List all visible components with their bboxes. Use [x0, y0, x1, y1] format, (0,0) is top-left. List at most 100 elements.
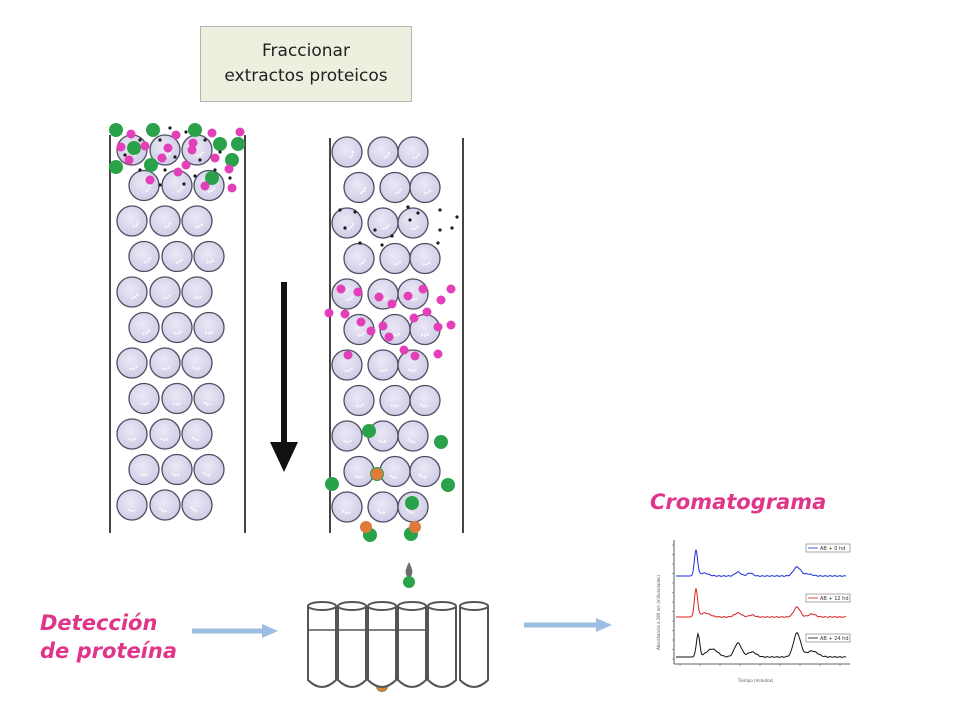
bead-speckle: [410, 227, 414, 231]
flow-arrow-icon: [270, 282, 298, 472]
bead-speckle: [162, 438, 166, 442]
small-molecule: [408, 218, 412, 222]
large-protein: [213, 137, 227, 151]
bead-speckle: [354, 475, 358, 478]
bead: [343, 171, 375, 204]
bead-speckle: [397, 332, 401, 336]
bead-speckle: [192, 508, 195, 512]
bead-speckle: [196, 296, 199, 300]
test-tube-rim: [397, 601, 427, 611]
small-molecule: [343, 226, 347, 230]
bead-speckle: [132, 509, 136, 512]
bead-speckle: [207, 190, 211, 193]
small-molecule: [436, 241, 440, 245]
bead-speckle: [359, 405, 362, 408]
bead: [181, 276, 213, 308]
bead-speckle: [379, 369, 382, 372]
medium-protein: [181, 160, 191, 170]
bead: [161, 453, 193, 486]
chromatogram-x-axis-label: Tiempo (minutos): [737, 678, 774, 683]
bead-speckle: [207, 332, 211, 335]
bead-speckle: [131, 296, 134, 300]
bead-speckle: [383, 440, 387, 443]
bead: [128, 169, 160, 202]
small-molecule: [218, 150, 222, 154]
small-molecule: [198, 158, 202, 162]
bead-speckle: [135, 365, 138, 369]
large-protein: [109, 160, 123, 174]
bead-speckle: [395, 334, 398, 337]
bead-speckle: [161, 509, 164, 512]
bead: [397, 349, 429, 381]
bead: [181, 134, 213, 166]
medium-protein: [366, 326, 376, 336]
bead-speckle: [425, 263, 428, 266]
medium-protein: [433, 349, 443, 359]
test-tube: [367, 601, 397, 688]
bead-speckle: [360, 333, 363, 337]
protein-particles: [109, 123, 459, 692]
bead: [331, 349, 363, 381]
bead: [181, 347, 213, 379]
bead-speckle: [363, 187, 367, 190]
test-tube: [397, 601, 427, 688]
small-molecule: [213, 168, 217, 172]
bead: [128, 311, 160, 344]
bead: [128, 382, 160, 415]
bead-speckle: [127, 508, 130, 511]
bead-speckle: [202, 471, 206, 474]
bead: [116, 418, 148, 450]
bead-speckle: [415, 297, 418, 301]
bead-speckle: [147, 187, 151, 191]
bead-speckle: [210, 189, 214, 192]
medium-protein: [418, 284, 428, 294]
large-protein: [362, 424, 376, 438]
bead-speckle: [199, 295, 202, 299]
bead-speckle: [165, 438, 169, 441]
bead: [397, 278, 429, 310]
bead: [193, 240, 225, 273]
bead: [367, 136, 399, 168]
bead: [161, 311, 193, 344]
bead-speckle: [398, 260, 402, 264]
bead-speckle: [181, 186, 184, 189]
medium-protein: [446, 320, 456, 330]
series-line-3: [676, 631, 847, 658]
bead-speckle: [342, 510, 345, 513]
column-left: [109, 135, 246, 533]
test-tube: [337, 601, 367, 688]
bead-speckle: [422, 263, 425, 266]
bead-speckle: [142, 474, 145, 477]
bead-speckle: [363, 259, 366, 262]
small-molecule: [380, 243, 384, 247]
bead-speckle: [351, 150, 355, 154]
large-protein: [109, 123, 123, 137]
bead-speckle: [169, 222, 172, 225]
bead-speckle: [389, 474, 393, 478]
small-molecule: [406, 205, 410, 209]
medium-protein: [224, 164, 234, 174]
bead-speckle: [362, 331, 366, 335]
medium-protein: [200, 181, 210, 191]
test-tube-rack: [307, 601, 489, 688]
bead-speckle: [165, 296, 169, 299]
medium-protein: [140, 141, 150, 151]
bead: [116, 276, 148, 308]
bead-speckle: [191, 436, 194, 440]
bead-speckle: [382, 369, 385, 373]
bead-speckle: [206, 261, 209, 264]
medium-protein: [422, 307, 432, 317]
bead-speckle: [349, 439, 352, 443]
medium-protein: [210, 153, 220, 163]
bead-speckle: [351, 295, 354, 299]
bead-speckle: [206, 403, 209, 406]
bead-speckle: [395, 476, 398, 479]
bead-speckle: [382, 227, 385, 231]
bead-speckle: [195, 509, 198, 513]
chromatogram-arrow-icon: [524, 618, 612, 632]
bead-speckle: [390, 404, 394, 407]
medium-protein: [356, 317, 366, 327]
bead-speckle: [179, 330, 183, 334]
test-tube-rim: [459, 601, 489, 611]
bead-speckle: [164, 225, 167, 229]
